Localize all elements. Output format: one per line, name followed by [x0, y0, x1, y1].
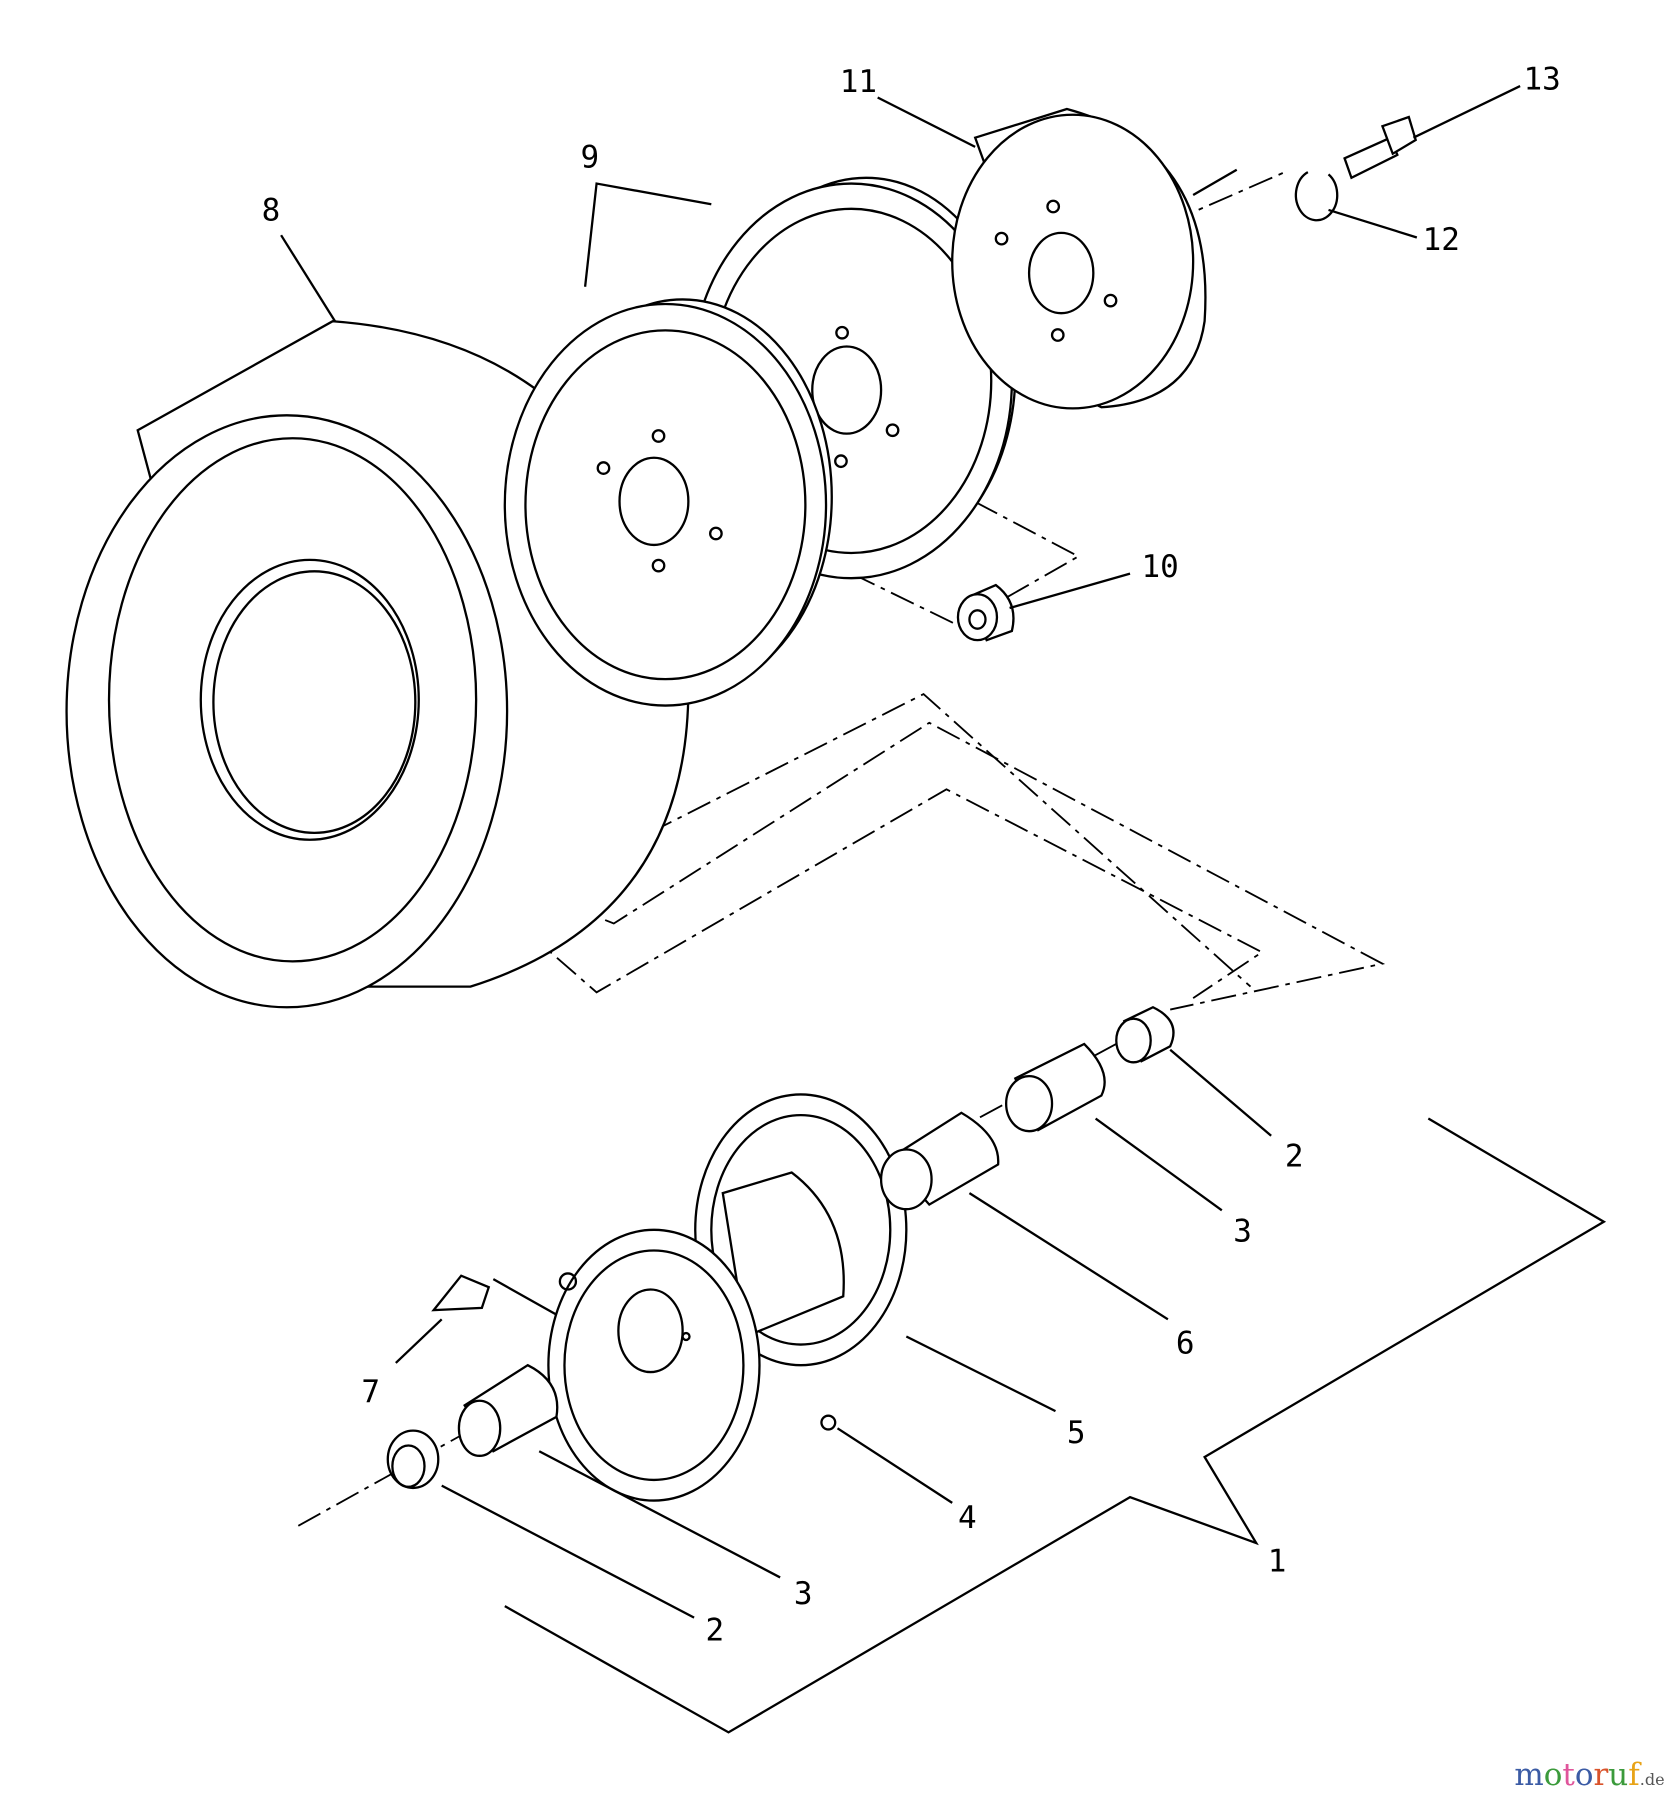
callout-12: 12: [1423, 222, 1460, 258]
clip-part-12: [1294, 171, 1339, 222]
tire-part-8: [65, 320, 690, 1009]
callout-3-upper: 3: [1233, 1213, 1252, 1249]
callout-13: 13: [1524, 61, 1561, 97]
callout-2-upper: 2: [1285, 1139, 1304, 1175]
callout-1: 1: [1268, 1544, 1287, 1580]
callout-labels: 1 2 2 3 3 4 5 6 7 8 9 10 11 12 13: [262, 61, 1561, 1648]
callout-6: 6: [1176, 1326, 1195, 1362]
wm-letter: t: [1562, 1757, 1575, 1793]
callout-10: 10: [1142, 549, 1179, 585]
bearing-part-3-upper: [1004, 1042, 1106, 1133]
wm-letter: u: [1608, 1757, 1628, 1793]
watermark-logo: motoruf.de: [1514, 1757, 1664, 1793]
callout-8: 8: [262, 192, 281, 228]
callout-4: 4: [958, 1500, 977, 1536]
bearing-part-6: [879, 1111, 1000, 1211]
wm-letter: o: [1544, 1757, 1563, 1793]
nut-part-4: [820, 1414, 837, 1431]
hub-cap-part-11: [951, 107, 1238, 410]
callout-5: 5: [1067, 1415, 1086, 1451]
spacer-part-10: [956, 583, 1015, 642]
bushing-part-2-lower: [386, 1429, 440, 1490]
callout-11: 11: [840, 64, 877, 100]
callout-3-lower: 3: [794, 1576, 813, 1612]
wm-letter: r: [1594, 1757, 1609, 1793]
hub-part-5: [547, 1093, 908, 1502]
bearing-part-3-lower: [457, 1363, 559, 1457]
wm-letter: f: [1628, 1757, 1642, 1793]
wm-letter: o: [1575, 1757, 1594, 1793]
bushing-part-2-upper: [1115, 1005, 1175, 1064]
callout-7: 7: [361, 1374, 380, 1410]
rim-part-9-front: [503, 298, 833, 707]
grease-fitting-part-7: [431, 1274, 491, 1312]
callout-9: 9: [581, 139, 600, 175]
callout-2-lower: 2: [706, 1613, 725, 1649]
wm-suffix: .de: [1640, 1770, 1665, 1789]
bolt-part-13: [1343, 115, 1418, 180]
wm-letter: m: [1514, 1757, 1543, 1793]
leader-lines: [280, 85, 1607, 1734]
